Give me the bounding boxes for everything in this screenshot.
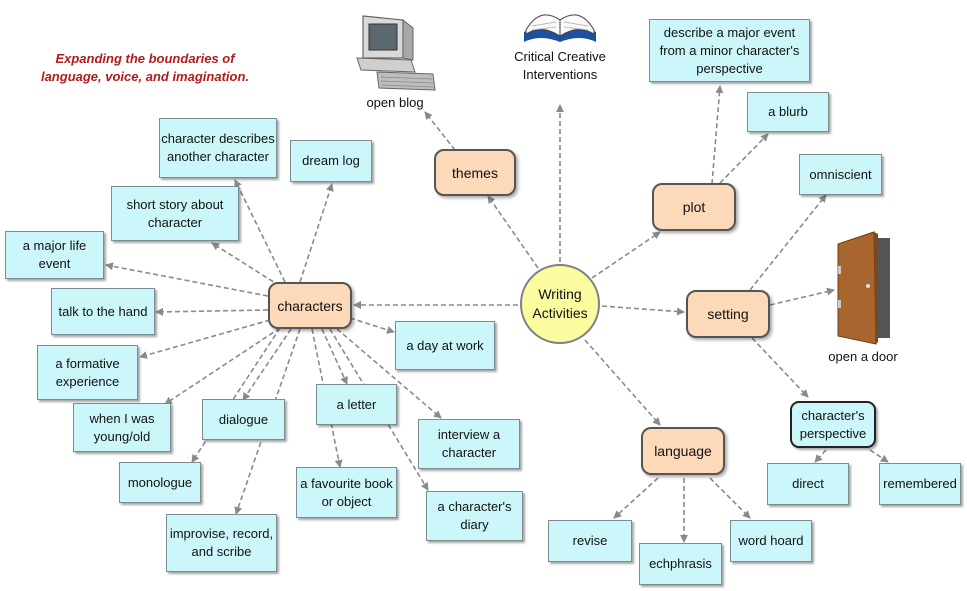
arrow-char-letter bbox=[321, 328, 348, 385]
arrow-plot-blurb bbox=[719, 133, 769, 184]
arrow-char-describes bbox=[234, 179, 286, 283]
leaf-blurb[interactable]: a blurb bbox=[747, 92, 829, 132]
leaf-interview[interactable]: interview a character bbox=[418, 419, 520, 469]
leaf-day-at-work[interactable]: a day at work bbox=[395, 321, 495, 370]
leaf-revise[interactable]: revise bbox=[548, 520, 632, 562]
critical-interventions-label: Critical Creative Interventions bbox=[514, 49, 606, 82]
arrow-char-formative bbox=[139, 319, 271, 359]
arrow-setting-door bbox=[769, 287, 835, 306]
leaf-dream-log[interactable]: dream log bbox=[290, 140, 372, 182]
leaf-remembered[interactable]: remembered bbox=[879, 463, 961, 505]
open-blog-label: open blog bbox=[366, 95, 424, 110]
leaf-monologue[interactable]: monologue bbox=[119, 462, 201, 503]
arrow-themes-blog bbox=[424, 111, 456, 151]
tagline: Expanding the boundaries of language, vo… bbox=[40, 51, 250, 84]
leaf-direct[interactable]: direct bbox=[767, 463, 849, 505]
leaf-letter[interactable]: a letter bbox=[316, 384, 397, 425]
plot-node[interactable]: plot bbox=[652, 183, 736, 231]
characters-perspective-node[interactable]: character's perspective bbox=[790, 401, 876, 448]
themes-node[interactable]: themes bbox=[434, 149, 516, 196]
arrow-char-youngold bbox=[164, 327, 281, 405]
arrow-setting-perspective bbox=[751, 337, 809, 398]
leaf-favourite-book[interactable]: a favourite book or object bbox=[296, 467, 397, 518]
open-door-label: open a door bbox=[828, 349, 898, 364]
characters-node[interactable]: characters bbox=[268, 282, 352, 329]
arrow-char-lifeevent bbox=[105, 262, 269, 297]
arrow-center-language bbox=[584, 339, 661, 426]
computer-icon bbox=[356, 15, 436, 91]
arrow-char-dialogue bbox=[242, 328, 292, 401]
writing-activities-node[interactable]: Writing Activities bbox=[520, 264, 600, 344]
arrow-persp-remembered bbox=[869, 449, 889, 463]
leaf-major-life-event[interactable]: a major life event bbox=[5, 231, 104, 279]
leaf-describes-another[interactable]: character describes another character bbox=[159, 118, 277, 178]
arrow-setting-omniscient bbox=[749, 194, 827, 291]
arrow-plot-event bbox=[711, 85, 724, 185]
arrow-char-talkhand bbox=[155, 307, 269, 316]
leaf-major-event[interactable]: describe a major event from a minor char… bbox=[649, 19, 810, 82]
language-node[interactable]: language bbox=[641, 427, 725, 475]
leaf-dialogue[interactable]: dialogue bbox=[202, 399, 285, 440]
arrow-char-daywork bbox=[349, 317, 395, 334]
arrow-center-plot bbox=[591, 231, 661, 279]
arrow-char-monologue bbox=[191, 327, 281, 463]
arrow-persp-direct bbox=[814, 449, 827, 463]
open-book-icon bbox=[524, 14, 596, 42]
arrow-char-dreamlog bbox=[299, 183, 334, 283]
setting-node[interactable]: setting bbox=[686, 290, 770, 338]
leaf-young-old[interactable]: when I was young/old bbox=[73, 403, 171, 452]
door-icon bbox=[837, 231, 890, 345]
arrow-lang-revise bbox=[613, 477, 659, 519]
arrow-center-themes bbox=[487, 195, 539, 269]
leaf-echphrasis[interactable]: echphrasis bbox=[639, 543, 722, 585]
leaf-omniscient[interactable]: omniscient bbox=[799, 154, 882, 195]
arrow-center-setting bbox=[601, 305, 685, 316]
leaf-formative-experience[interactable]: a formative experience bbox=[37, 345, 138, 400]
arrow-lang-wordhoard bbox=[709, 477, 751, 519]
arrow-char-shortstory bbox=[211, 242, 281, 287]
arrow-char-interview bbox=[336, 328, 442, 419]
leaf-word-hoard[interactable]: word hoard bbox=[730, 520, 812, 562]
leaf-characters-diary[interactable]: a character's diary bbox=[426, 491, 523, 541]
leaf-talk-to-hand[interactable]: talk to the hand bbox=[51, 288, 155, 335]
leaf-improvise[interactable]: improvise, record, and scribe bbox=[166, 514, 277, 572]
leaf-short-story[interactable]: short story about character bbox=[111, 186, 239, 241]
